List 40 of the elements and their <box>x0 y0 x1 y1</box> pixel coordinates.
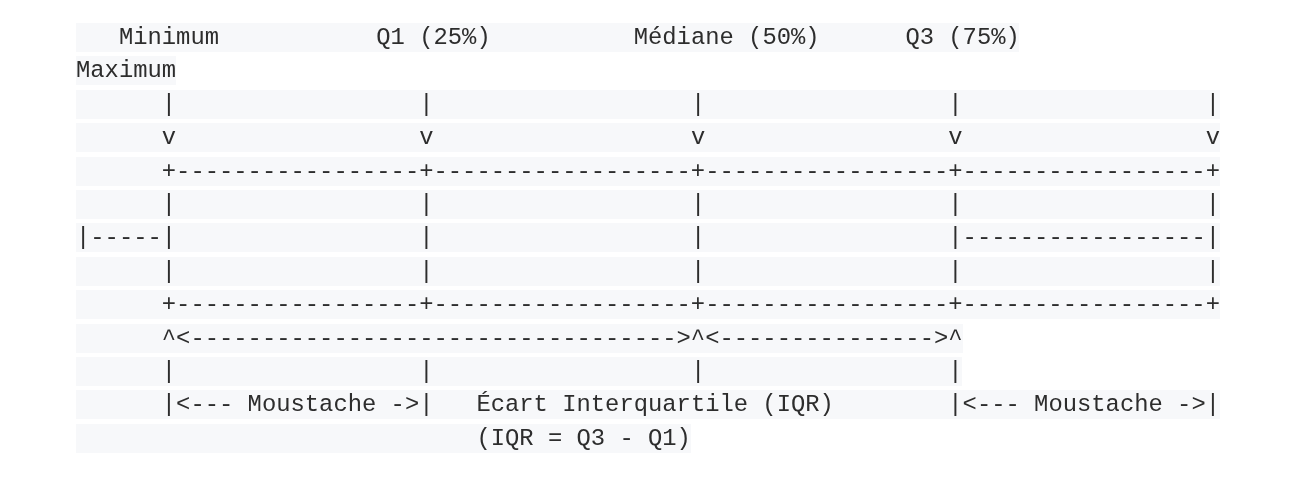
ascii-art: | <box>948 256 963 286</box>
ascii-art: |-----| <box>76 223 177 253</box>
ascii-art: | <box>690 190 706 219</box>
ascii-art: | <box>690 223 706 253</box>
ascii-art: v <box>161 123 177 153</box>
ascii-art: | <box>690 89 706 119</box>
ascii-art: +-----------------+------------------+-----------------+-----------------+ <box>161 290 1220 320</box>
ascii-art: | <box>690 357 706 386</box>
stat-label: Minimum <box>118 23 219 52</box>
iqr-label: Écart Interquartile (IQR) <box>476 390 834 420</box>
ascii-art: | <box>948 89 963 119</box>
ascii-art: | <box>419 190 434 219</box>
ascii-art: ^<---------------------------------->^<--------------->^ <box>161 323 963 353</box>
ascii-art: v <box>419 123 434 153</box>
ascii-art: | <box>161 357 177 386</box>
ascii-art: | <box>161 89 177 119</box>
whisker-span-label: |<--- Moustache ->| <box>948 390 1220 420</box>
ascii-art: | <box>419 223 434 253</box>
ascii-art: v <box>690 123 706 153</box>
ascii-art: | <box>419 357 434 386</box>
ascii-art: | <box>419 89 434 119</box>
ascii-art: | <box>948 357 963 386</box>
ascii-art: | <box>948 190 963 219</box>
ascii-art: | <box>1205 256 1220 286</box>
whisker-span-label: |<--- Moustache ->| <box>161 390 434 420</box>
stat-label: Maximum <box>76 56 177 86</box>
stat-label: Q1 (25%) <box>376 23 491 52</box>
ascii-art: | <box>419 256 434 286</box>
ascii-art: | <box>1205 190 1220 219</box>
stat-label: Médiane (50%) <box>633 23 820 52</box>
ascii-art: | <box>690 256 706 286</box>
ascii-art: +-----------------+------------------+-----------------+-----------------+ <box>161 156 1220 186</box>
stat-label: Q3 (75%) <box>905 23 1020 52</box>
ascii-art: | <box>161 256 177 286</box>
ascii-art: | <box>1205 89 1220 119</box>
ascii-art: | <box>161 190 177 219</box>
ascii-art: v <box>1205 123 1220 153</box>
formula-text: (IQR = Q3 - Q1) <box>476 423 691 453</box>
ascii-art: |-----------------| <box>948 223 1220 253</box>
ascii-art: v <box>948 123 963 153</box>
